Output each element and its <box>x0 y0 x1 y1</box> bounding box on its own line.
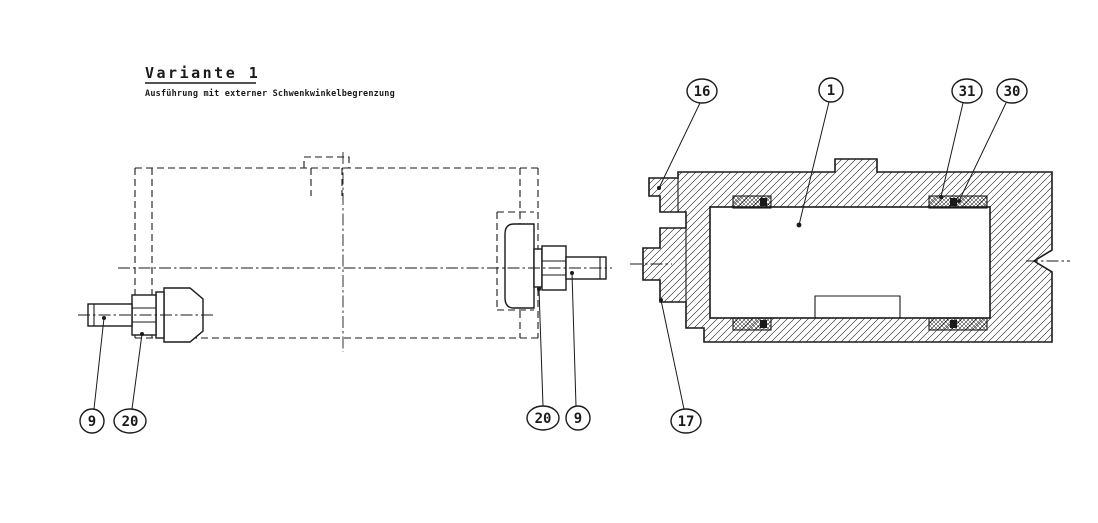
callout-20-left: 20 <box>113 332 147 434</box>
callout-1: 1 <box>796 77 844 228</box>
right-nut-facets <box>542 260 566 276</box>
callout-16: 16 <box>657 78 718 190</box>
seal-ring-bottom-right <box>950 320 957 328</box>
title-block: Variante 1 Ausführung mit externer Schwe… <box>145 64 395 99</box>
leader-31 <box>940 102 964 198</box>
balloon-label: 16 <box>694 84 711 100</box>
balloon-9-right <box>565 405 591 431</box>
drawing-title: Variante 1 <box>145 64 260 82</box>
balloon-17 <box>670 408 702 434</box>
seal-ring-top-left <box>760 198 767 206</box>
left-view-phantom <box>78 152 612 352</box>
balloon-30 <box>996 78 1028 104</box>
leader-1 <box>798 101 830 226</box>
leader-dot <box>570 271 574 275</box>
callout-31: 31 <box>939 78 983 199</box>
leader-dot <box>659 298 663 302</box>
balloon-label: 20 <box>535 411 552 427</box>
leader-20-right <box>538 288 544 407</box>
balloon-20-left <box>113 408 147 434</box>
balloon-label: 17 <box>678 414 695 430</box>
callout-30: 30 <box>957 78 1028 203</box>
right-stud-bracket <box>504 223 535 309</box>
right-stud-assembly <box>504 223 607 309</box>
seal-ring-top-right <box>950 198 957 206</box>
seal-bottom-right <box>928 317 988 331</box>
leader-dot <box>657 186 661 190</box>
leader-20-left <box>131 333 143 410</box>
balloon-label: 31 <box>959 84 976 100</box>
leader-dot <box>537 287 541 291</box>
internal-detail-lines <box>677 178 901 318</box>
section-view <box>630 158 1070 343</box>
balloon-label: 30 <box>1004 84 1021 100</box>
balloon-label: 9 <box>574 411 582 427</box>
callout-9-left: 9 <box>79 316 106 434</box>
left-view-centerlines <box>78 152 612 352</box>
leader-dot <box>796 222 802 228</box>
callout-17: 17 <box>659 298 702 434</box>
balloon-label: 1 <box>827 83 835 99</box>
section-view-centerlines <box>630 260 1070 265</box>
leader-30 <box>958 102 1007 202</box>
left-nut-facets <box>132 307 156 323</box>
balloon-1 <box>818 77 844 103</box>
leader-dot <box>140 332 144 336</box>
leader-17 <box>660 299 685 410</box>
leader-dot <box>939 195 943 199</box>
seal-ring-bottom-left <box>760 320 767 328</box>
phantom-outline <box>134 156 539 339</box>
callout-20-right: 20 <box>526 287 560 431</box>
leader-9-right <box>571 272 577 407</box>
leader-9-left <box>93 317 105 410</box>
inner-cavity <box>709 206 991 319</box>
balloon-label: 20 <box>122 414 139 430</box>
leader-dot <box>102 316 106 320</box>
balloon-9-left <box>79 408 105 434</box>
balloon-16 <box>686 78 718 104</box>
balloon-31 <box>951 78 983 104</box>
leader-16 <box>658 102 701 189</box>
balloon-label: 9 <box>88 414 96 430</box>
callout-9-right: 9 <box>565 271 591 431</box>
callouts: 9 20 20 9 <box>79 77 1028 434</box>
leader-dot <box>957 199 961 203</box>
balloon-20-right <box>526 405 560 431</box>
drawing-subtitle: Ausführung mit externer Schwenkwinkelbeg… <box>145 88 395 99</box>
